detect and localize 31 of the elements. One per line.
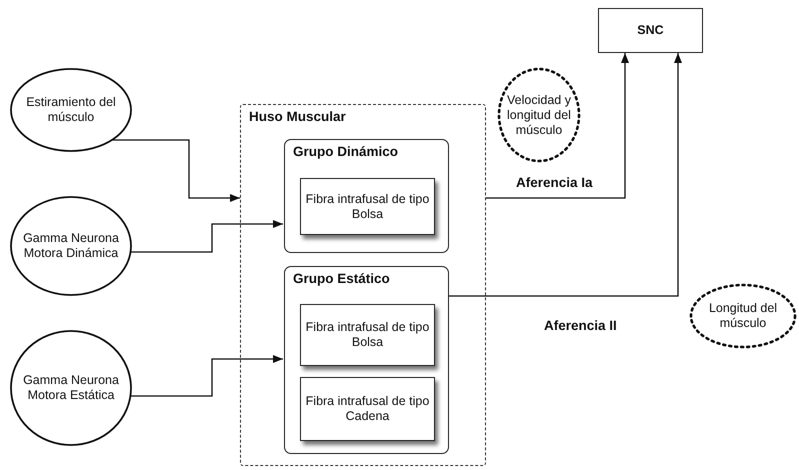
node-label: Gamma Neurona Motora Dinámica [22, 231, 120, 261]
node-label: SNC [637, 23, 664, 38]
node-label: Velocidad y longitud del músculo [506, 92, 572, 138]
group-box [284, 266, 449, 454]
arrow [448, 53, 682, 297]
dotted-ellipse-node [690, 284, 796, 348]
dashed-group-box [240, 104, 486, 466]
node-label: Fibra intrafusal de tipo Bolsa [304, 320, 430, 350]
node-label: Fibra intrafusal de tipo Cadena [304, 394, 430, 424]
arrow [130, 220, 283, 253]
group-box [284, 139, 449, 253]
group-title: Grupo Estático [293, 271, 390, 286]
group-title: Huso Muscular [249, 109, 346, 124]
fiber-box [300, 304, 435, 366]
edge-label: Aferencia Ia [516, 175, 593, 190]
node-label: Estiramiento del músculo [25, 95, 117, 125]
arrow [112, 139, 240, 202]
node-label: Gamma Neurona Motora Estática [22, 373, 120, 403]
ellipse-node [10, 330, 132, 446]
node-label: Longitud del músculo [708, 301, 778, 331]
edge-label: Aferencia II [544, 318, 617, 333]
arrow [486, 53, 629, 199]
ellipse-node [10, 196, 132, 296]
dotted-ellipse-node [498, 68, 580, 162]
fiber-box [300, 178, 435, 235]
arrow [130, 355, 283, 397]
process-box [598, 8, 703, 53]
node-label: Fibra intrafusal de tipo Bolsa [304, 192, 430, 222]
fiber-box [300, 377, 435, 441]
ellipse-node [10, 68, 132, 152]
group-title: Grupo Dinámico [293, 144, 398, 159]
